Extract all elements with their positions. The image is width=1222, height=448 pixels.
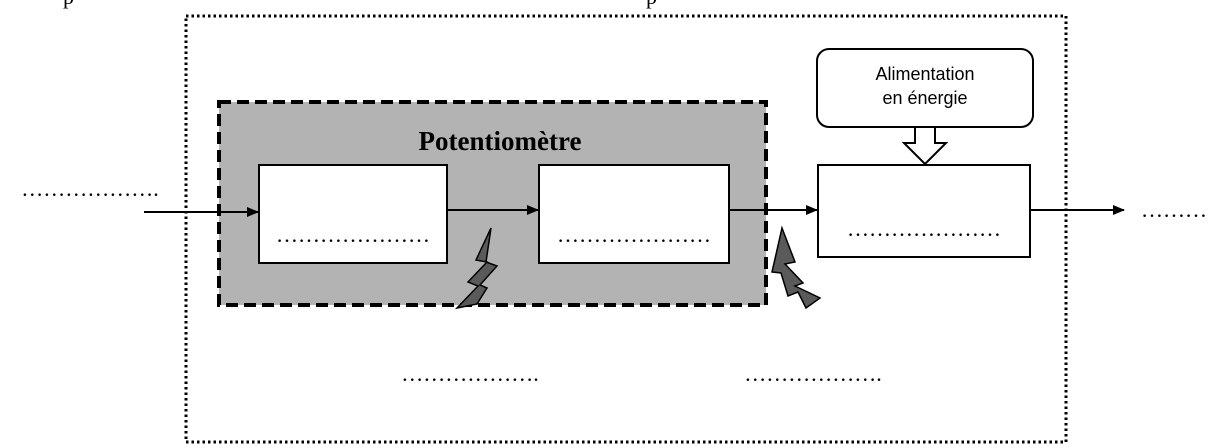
input-label: ………………. bbox=[21, 176, 159, 201]
output-label: ……… bbox=[1141, 197, 1207, 222]
block-2 bbox=[538, 164, 730, 264]
bottom-label-right: ………………. bbox=[744, 361, 882, 386]
top-partial-text: p p bbox=[63, 0, 657, 9]
interference-right-icon bbox=[771, 225, 822, 310]
bottom-label-left: ………………. bbox=[401, 361, 539, 386]
power-input-arrow bbox=[901, 126, 949, 166]
potentiometer-title: Potentiomètre bbox=[419, 126, 582, 156]
system-boundary bbox=[184, 14, 1068, 444]
interference-left-icon bbox=[454, 227, 499, 310]
block-3 bbox=[817, 164, 1031, 258]
power-supply-label-line1: Alimentation bbox=[875, 64, 974, 84]
power-supply-label-line2: en énergie bbox=[882, 88, 967, 108]
block-1-label: ………………… bbox=[276, 222, 430, 247]
block-3-label: ………………… bbox=[847, 216, 1001, 241]
block-1 bbox=[258, 164, 448, 264]
block-2-label: ………………… bbox=[557, 222, 711, 247]
